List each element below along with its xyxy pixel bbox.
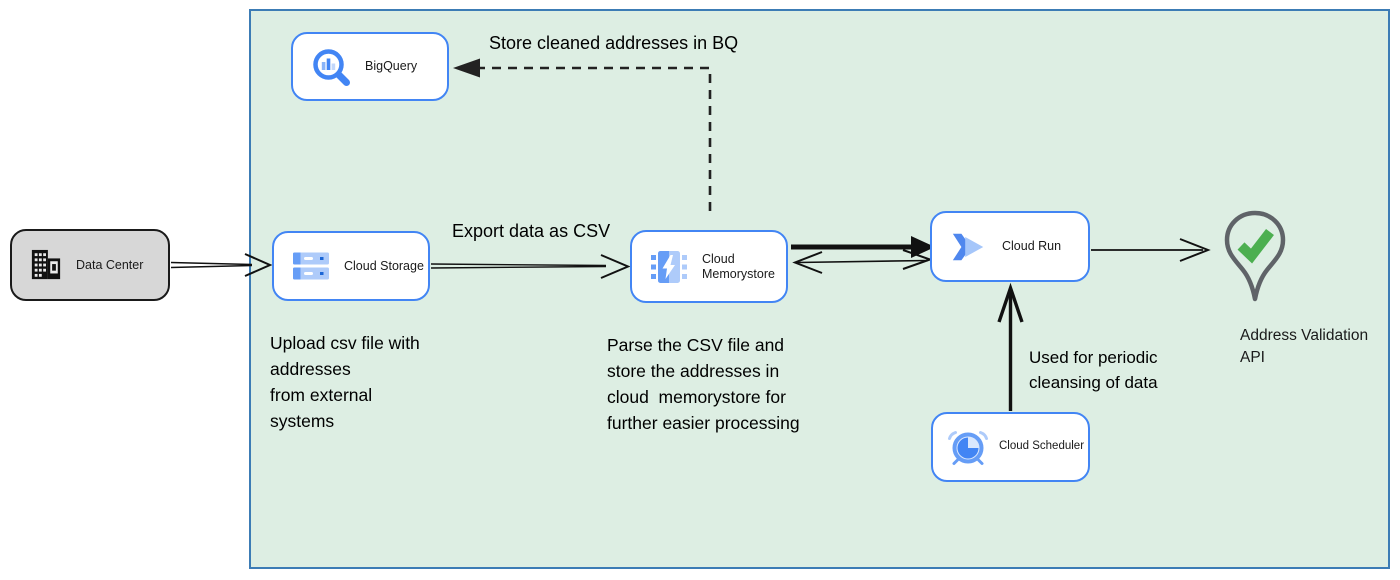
node-bigquery[interactable]: BigQuery	[291, 32, 449, 101]
node-cloud-scheduler[interactable]: Cloud Scheduler	[931, 412, 1090, 482]
cloud-run-chevron-icon	[950, 231, 988, 263]
storage-buckets-icon	[292, 251, 330, 281]
node-cloud-memorystore-label: Cloud Memorystore	[702, 251, 775, 281]
node-cloud-memorystore[interactable]: Cloud Memorystore	[630, 230, 788, 303]
alarm-clock-icon	[947, 428, 989, 466]
node-cloud-run[interactable]: Cloud Run	[930, 211, 1090, 282]
node-data-center-label: Data Center	[76, 257, 144, 272]
edge-label-store-bq: Store cleaned addresses in BQ	[489, 33, 739, 53]
node-data-center[interactable]: Data Center	[10, 229, 170, 301]
building-icon	[30, 248, 62, 282]
location-pin-check-icon	[1222, 210, 1288, 308]
bigquery-magnifier-icon	[311, 47, 351, 87]
node-cloud-scheduler-label: Cloud Scheduler	[999, 440, 1085, 453]
edge-label-periodic-cleansing: Used for periodic cleansing of data	[1029, 348, 1158, 392]
node-cloud-storage[interactable]: Cloud Storage	[272, 231, 430, 301]
memorystore-chip-icon	[650, 248, 688, 286]
annotation-parse-csv: Parse the CSV file and store the address…	[607, 335, 800, 433]
node-address-validation-label: Address Validation API	[1240, 327, 1369, 366]
edge-label-export-csv: Export data as CSV	[452, 221, 611, 241]
node-address-validation[interactable]	[1222, 209, 1288, 309]
annotation-upload-csv: Upload csv file with addresses from exte…	[270, 333, 420, 431]
node-cloud-storage-label: Cloud Storage	[344, 258, 424, 273]
gcp-boundary-container	[249, 9, 1390, 569]
node-bigquery-label: BigQuery	[365, 59, 418, 73]
node-cloud-run-label: Cloud Run	[1002, 239, 1062, 253]
